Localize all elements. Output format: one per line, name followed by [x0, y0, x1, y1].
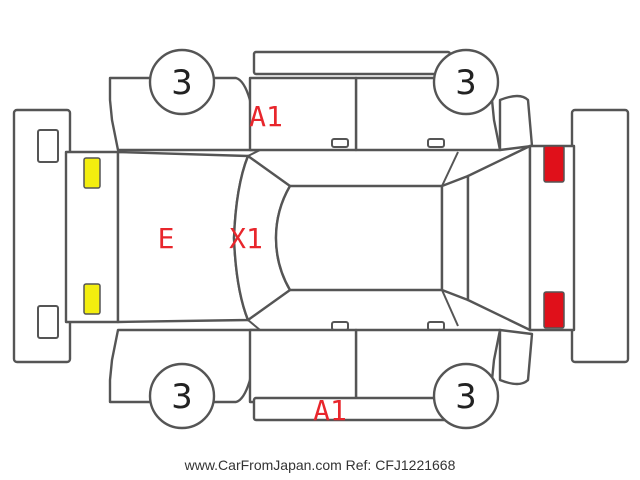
- marking-windshield: X1: [229, 222, 263, 255]
- body-pillars: [247, 149, 459, 331]
- tire-front-left-condition: 3: [171, 63, 193, 103]
- marking-upper-side: A1: [249, 100, 283, 133]
- tire-rear-right: 3: [432, 362, 500, 430]
- tire-rear-right-condition: 3: [455, 377, 477, 417]
- hood-panel: [64, 150, 250, 324]
- front-lamp-upper: [83, 157, 101, 189]
- rear-lamp-lower: [543, 291, 565, 329]
- front-bumper: [12, 108, 72, 364]
- tire-front-right: 3: [148, 362, 216, 430]
- rear-bumper: [570, 108, 630, 364]
- marking-hood: E: [158, 222, 175, 255]
- tire-front-left: 3: [148, 48, 216, 116]
- tire-rear-left-condition: 3: [455, 63, 477, 103]
- marking-lower-side: A1: [313, 394, 347, 427]
- tire-rear-left: 3: [432, 48, 500, 116]
- roof-panel: [274, 184, 444, 292]
- footer-reference: www.CarFromJapan.com Ref: CFJ1221668: [184, 457, 456, 473]
- front-lamp-lower: [83, 283, 101, 315]
- tire-front-right-condition: 3: [171, 377, 193, 417]
- rear-lamp-upper: [543, 145, 565, 183]
